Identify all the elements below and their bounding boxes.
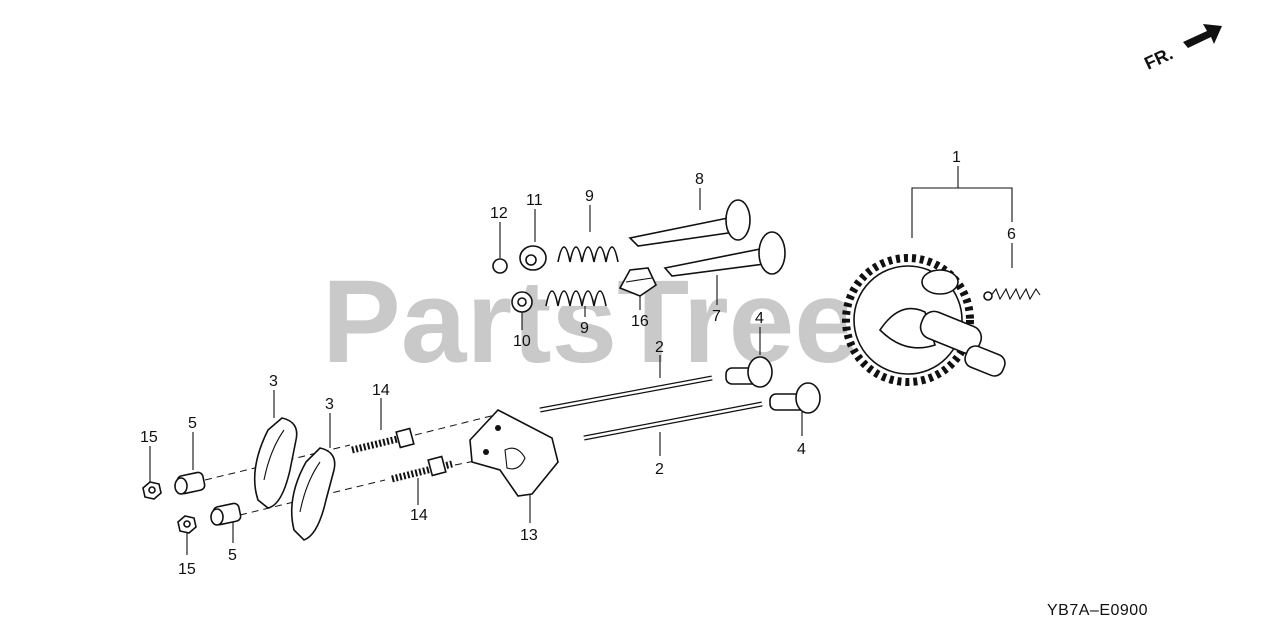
callout-2-top: 2 [655,339,664,356]
guide-plate [469,409,559,497]
callout-16: 16 [631,313,649,330]
spring-6 [983,287,1041,301]
callout-7: 7 [712,308,721,325]
callout-6: 6 [1007,226,1016,243]
callout-11: 11 [526,192,543,209]
studs [351,427,453,483]
callout-8: 8 [695,171,704,188]
callout-5-bottom: 5 [228,547,237,564]
callout-3-left: 3 [269,373,278,390]
callout-1: 1 [952,149,961,166]
front-indicator-label: FR. [1141,43,1176,73]
watermark: PartsTree [322,256,860,388]
nuts [142,481,197,534]
rocker-arms [253,417,336,541]
callout-9-top: 9 [585,188,594,205]
watermark-line1: PartsTree [322,256,860,388]
front-indicator: FR. [1141,24,1222,74]
callout-15-top: 15 [140,429,158,446]
callout-13: 13 [520,527,538,544]
callout-14-top: 14 [372,382,390,399]
callout-9-bottom: 9 [580,320,589,337]
callout-10: 10 [513,333,531,350]
callout-15-bottom: 15 [178,561,196,578]
callout-3-right: 3 [325,396,334,413]
leader-lines [149,166,1013,555]
callout-labels: 1 6 8 7 9 9 11 12 10 16 4 4 2 2 13 14 14… [140,149,1016,578]
bushings [174,471,242,526]
callout-4-top: 4 [755,310,764,327]
push-rods [539,375,763,441]
valve-springs [545,246,619,307]
callout-2-bottom: 2 [655,461,664,478]
callout-12: 12 [490,205,508,222]
valves [628,199,786,277]
front-arrow-icon [1183,24,1222,48]
callout-14-bottom: 14 [410,507,428,524]
valve-seal [618,267,658,297]
retainers [492,245,547,313]
callout-4-bottom: 4 [797,441,806,458]
diagram-code: YB7A–E0900 [1047,602,1148,619]
camshaft-gear [842,254,1006,386]
callout-5-top: 5 [188,415,197,432]
tappets [725,356,821,414]
